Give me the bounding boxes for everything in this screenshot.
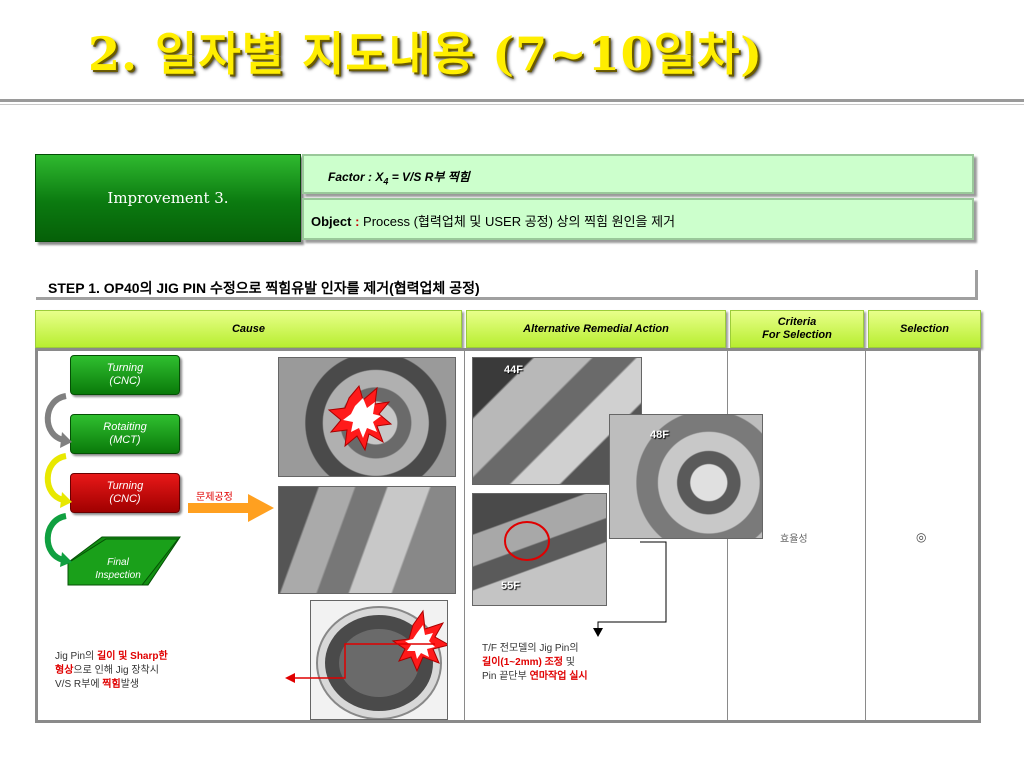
slide-title: 2. 일자별 지도내용 (7~10일차) (88, 27, 764, 81)
header-criteria-line2: For Selection (762, 329, 832, 341)
title-divider-thin (0, 104, 1024, 105)
remedy-pointer-arrow (593, 541, 667, 637)
problem-process-label: 문제공정 (196, 492, 233, 503)
flow-step-sublabel: Inspection (95, 570, 141, 581)
cause-note-text: Jig Pin의 (55, 651, 97, 662)
factor-text: Factor : X4 = V/S R부 찍힘 (328, 168, 470, 186)
flow-step-label: Final (107, 557, 129, 568)
factor-suffix: = V/S R부 찍힘 (388, 170, 470, 184)
floor-label-48f: 48F (650, 429, 669, 441)
photo-jig-closeup (278, 357, 456, 477)
flow-step-sublabel: (CNC) (109, 375, 141, 387)
factor-prefix: Factor : X (328, 170, 384, 184)
flow-step-final-inspection: Final Inspection (72, 556, 164, 582)
remedy-note: T/F 전모델의 Jig Pin의 길이(1~2mm) 조정 및 Pin 끝단부… (482, 642, 588, 684)
remedy-note-text: T/F 전모델의 Jig Pin의 (482, 643, 579, 654)
flow-step-final-inspection-shape (67, 536, 181, 586)
photo-jig-side (278, 486, 456, 594)
column-divider (464, 348, 465, 723)
floor-label-44f: 44F (504, 364, 523, 376)
header-cause-label: Cause (231, 322, 266, 335)
flow-step-rotating-mct: Rotaiting(MCT) (70, 414, 180, 454)
flow-step-label: Turning (106, 480, 144, 492)
header-alternative: Alternative Remedial Action (466, 310, 726, 348)
cause-note-text: 발생 (120, 679, 140, 690)
photo-48f-jig: 48F (609, 414, 763, 539)
object-description: Process (협력업체 및 USER 공정) 상의 찍힘 원인을 제거 (359, 214, 676, 229)
selection-value: ◎ (916, 530, 927, 544)
cause-note-highlight: 형상 (55, 665, 74, 676)
factor-subscript: 4 (383, 176, 389, 187)
remedy-note-highlight: 길이(1~2mm) 조정 (482, 657, 563, 668)
cause-pointer-arrow (285, 643, 435, 683)
photo-vs-r-part (310, 600, 448, 720)
floor-label-55f: 55F (501, 580, 520, 592)
flow-step-sublabel: (MCT) (109, 434, 141, 446)
step-text: STEP 1. OP40의 JIG PIN 수정으로 찍힘유발 인자를 제거(협… (48, 280, 480, 296)
highlight-circle-icon (504, 521, 550, 561)
remedy-note-text: Pin 끝단부 (482, 671, 530, 682)
remedy-note-highlight: 연마작업 실시 (529, 671, 588, 682)
flow-arrows (44, 393, 72, 567)
remedy-note-text: 및 (563, 657, 575, 668)
improvement-badge: Improvement 3. (35, 154, 301, 242)
object-colon: : (351, 214, 360, 229)
title-divider (0, 99, 1024, 102)
cause-note-text: 으로 인해 Jig 장착시 (73, 665, 159, 676)
flow-step-turning-cnc: Turning(CNC) (70, 355, 180, 395)
photo-55f-jig: 55F (472, 493, 607, 606)
header-criteria-line1: Criteria (777, 316, 817, 328)
header-selection: Selection (868, 310, 981, 348)
step-box: STEP 1. OP40의 JIG PIN 수정으로 찍힘유발 인자를 제거(협… (36, 270, 978, 300)
problem-arrow-icon (188, 494, 274, 522)
object-box: Object : Process (협력업체 및 USER 공정) 상의 찍힘 … (302, 198, 974, 240)
object-label: Object (311, 214, 352, 229)
header-cause: Cause (35, 310, 462, 348)
header-criteria: Criteria For Selection (730, 310, 864, 348)
column-divider (865, 348, 866, 723)
cause-note-highlight: 찍힘 (102, 679, 121, 690)
flow-step-sublabel: (CNC) (109, 493, 141, 505)
header-selection-label: Selection (900, 322, 949, 335)
flow-step-turning-cnc-problem: Turning(CNC) (70, 473, 180, 513)
vs-r-part-illustration (316, 606, 447, 719)
object-text: Object : Process (협력업체 및 USER 공정) 상의 찍힘 … (311, 211, 675, 230)
impact-burst-icon (327, 384, 393, 452)
cause-note-text: V/S R부에 (55, 679, 103, 690)
criteria-value: 효율성 (780, 534, 808, 545)
header-alternative-label: Alternative Remedial Action (523, 322, 669, 335)
improvement-label: Improvement 3. (107, 189, 229, 207)
cause-note: Jig Pin의 길이 및 Sharp한 형상으로 인해 Jig 장착시 V/S… (55, 650, 168, 692)
flow-step-label: Rotaiting (103, 421, 147, 433)
flow-step-label: Turning (106, 362, 144, 374)
cause-note-highlight: 길이 및 Sharp한 (97, 651, 168, 662)
factor-box: Factor : X4 = V/S R부 찍힘 (302, 154, 974, 194)
